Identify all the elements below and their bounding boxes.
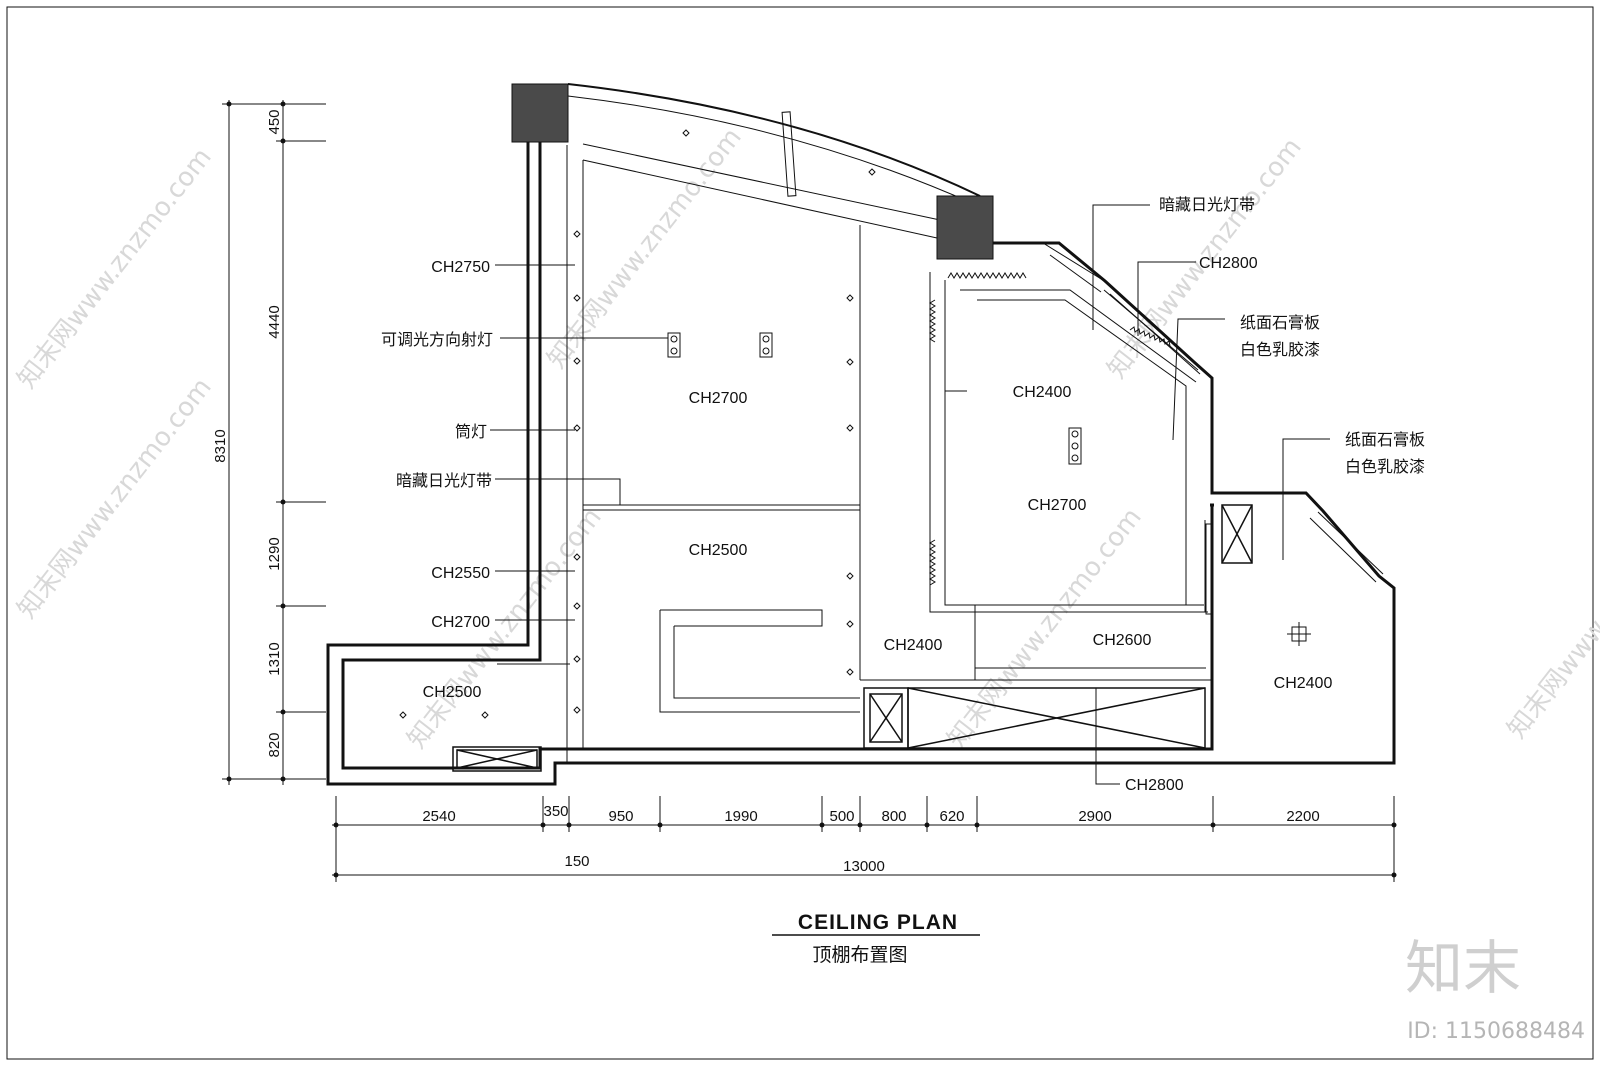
label-gypsum-board: 纸面石膏板	[1240, 313, 1320, 332]
dimension-value: 2540	[422, 808, 455, 825]
horizontal-dimensions: 2540 350 950 1990 500 800 620 2900 2200 …	[422, 803, 1319, 875]
label-latex-paint: 白色乳胶漆	[1240, 341, 1320, 359]
downlight-icon	[573, 357, 581, 365]
column	[511, 83, 569, 143]
dimension-value: 1310	[266, 642, 283, 675]
dimension-value: 4440	[266, 305, 283, 338]
downlight-icon	[846, 572, 854, 580]
room-height-label: CH2400	[1274, 675, 1333, 692]
ceiling-light-icon	[1287, 622, 1311, 646]
dimension-value: 620	[939, 808, 964, 825]
dimension-offset: 150	[564, 853, 589, 870]
downlight-icon	[846, 620, 854, 628]
dimension-value: 350	[543, 803, 568, 820]
room-height-label: CH2700	[1028, 497, 1087, 514]
label-ch2700: CH2700	[431, 614, 490, 631]
horizontal-dimension-ticks	[333, 822, 1397, 878]
dimension-value: 800	[881, 808, 906, 825]
downlight-icon	[481, 711, 489, 719]
label-spotlight: 可调光方向射灯	[381, 331, 493, 349]
dimension-total-width: 13000	[843, 858, 885, 875]
spotlights	[667, 332, 1311, 646]
downlight-icon	[573, 706, 581, 714]
label-cove-light-right: 暗藏日光灯带	[1159, 196, 1255, 214]
dimension-value: 1990	[724, 808, 757, 825]
label-ch2800: CH2800	[1199, 255, 1258, 272]
downlight-icon	[682, 129, 690, 137]
downlight-icon	[846, 294, 854, 302]
curved-wall	[566, 83, 981, 762]
ceiling-lines	[583, 225, 1384, 713]
image-id: ID: 1150688484	[1407, 1019, 1585, 1044]
label-ch2550: CH2550	[431, 565, 490, 582]
downlight-icon	[846, 668, 854, 676]
title-chinese: 顶棚布置图	[812, 944, 907, 966]
downlight-icon	[573, 294, 581, 302]
brand-logo: 知末	[1405, 934, 1521, 1002]
dimension-total-height: 8310	[212, 429, 229, 462]
dimension-value: 500	[829, 808, 854, 825]
inner-wall	[341, 142, 1214, 770]
room-height-label: CH2500	[689, 542, 748, 559]
dimension-value: 450	[266, 109, 283, 134]
watermark-text: 知末网www.znzmo.com	[942, 503, 1148, 755]
dimension-value: 2900	[1078, 808, 1111, 825]
downlight-icon	[846, 424, 854, 432]
downlight-icon	[868, 168, 876, 176]
label-gypsum-board: 纸面石膏板	[1345, 430, 1425, 449]
outer-wall	[326, 142, 1396, 786]
spotlight-icon	[759, 332, 773, 358]
downlight-icon	[573, 602, 581, 610]
room-height-label: CH2600	[1093, 632, 1152, 649]
dimension-value: 820	[266, 732, 283, 757]
room-height-label: CH2500	[423, 684, 482, 701]
room-height-label: CH2400	[884, 637, 943, 654]
label-ch2800-bottom: CH2800	[1125, 777, 1184, 794]
dimension-value: 950	[608, 808, 633, 825]
label-ch2750: CH2750	[431, 259, 490, 276]
sheet-border	[6, 6, 1594, 1060]
label-cove-light: 暗藏日光灯带	[396, 472, 492, 490]
downlight-icon	[846, 358, 854, 366]
label-downlight: 筒灯	[455, 423, 487, 441]
downlight-icon	[573, 553, 581, 561]
spotlight-icon	[1068, 427, 1082, 465]
label-latex-paint: 白色乳胶漆	[1345, 458, 1425, 476]
walls	[326, 142, 1396, 786]
dimension-value: 1290	[266, 537, 283, 570]
annotations: CH2750 可调光方向射灯 筒灯 暗藏日光灯带 CH2550 CH2700 C…	[381, 196, 1425, 794]
downlight-icon	[573, 655, 581, 663]
downlight-icon	[573, 230, 581, 238]
drawing-title: CEILING PLAN 顶棚布置图	[772, 911, 980, 966]
downlight-icon	[399, 711, 407, 719]
room-height-label: CH2700	[689, 390, 748, 407]
leader-lines	[490, 204, 1330, 785]
dimension-value: 2200	[1286, 808, 1319, 825]
spotlight-icon	[667, 332, 681, 358]
column	[936, 195, 994, 260]
vertical-dimensions: 8310 450 4440 1290 1310 820	[212, 109, 283, 757]
vertical-dimension-ticks	[226, 101, 286, 782]
downlights	[399, 129, 876, 719]
room-height-label: CH2400	[1013, 384, 1072, 401]
watermark-text: 知末网www.znzmo.com	[12, 143, 218, 395]
vertical-dimension-lines	[222, 100, 326, 785]
watermark-text: 知末网www.znzmo.com	[12, 373, 218, 625]
shafts	[452, 504, 1253, 772]
title-english: CEILING PLAN	[798, 911, 958, 934]
watermark-text: 知末网www.znzmo.com	[542, 123, 748, 375]
horizontal-dimension-lines	[332, 796, 1395, 882]
downlight-icon	[573, 424, 581, 432]
watermark-text: 知末网www.znzmo.com	[1502, 493, 1600, 745]
